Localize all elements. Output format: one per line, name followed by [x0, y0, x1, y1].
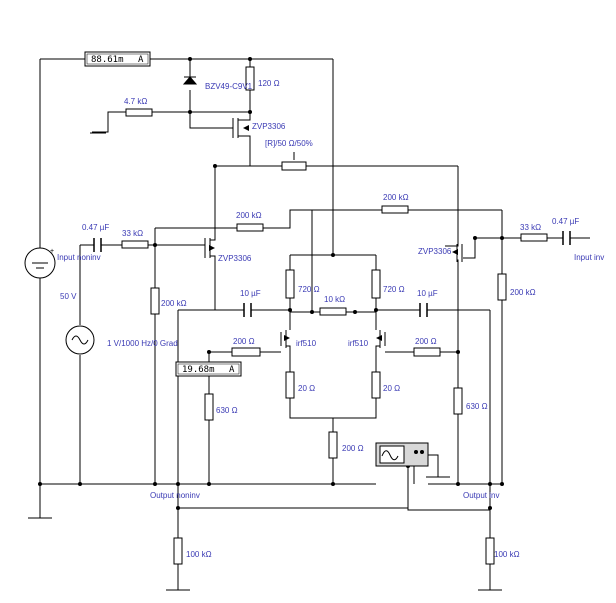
ac-source — [65, 325, 95, 355]
potentiometer — [281, 161, 307, 171]
label-r200k-left-top: 200 kΩ — [236, 211, 262, 220]
label-c10-left: 10 µF — [240, 289, 261, 298]
label-r630-left: 630 Ω — [216, 406, 238, 415]
ammeter-mid-reading: 19.68m — [182, 365, 215, 375]
resistors — [121, 66, 548, 565]
resistor-4k7 — [125, 108, 153, 117]
ammeter-mid-unit: A — [229, 365, 235, 375]
label-r100k-left: 100 kΩ — [186, 550, 212, 559]
labels: 120 Ω BZV49-C9V1 4.7 kΩ ZVP3306 [R]/50 Ω… — [57, 79, 604, 559]
label-r20-right: 20 Ω — [383, 384, 400, 393]
label-rin-right: 33 kΩ — [520, 223, 541, 232]
resistor-200k-left-top — [236, 223, 264, 232]
label-r200-left: 200 Ω — [233, 337, 255, 346]
ammeter-mid: 19.68m A — [175, 361, 242, 377]
label-v50: 50 V — [60, 292, 77, 301]
ammeter-top: 88.61m A — [84, 51, 151, 67]
zener-diode — [182, 76, 198, 85]
label-output-inv: Output inv — [463, 491, 499, 500]
label-q-right: ZVP3306 — [418, 247, 452, 256]
label-cin-right: 0.47 µF — [552, 217, 579, 226]
resistor-200-left — [231, 347, 261, 357]
ammeter-top-reading: 88.61m — [91, 55, 124, 65]
label-c10-right: 10 µF — [417, 289, 438, 298]
junctions — [38, 57, 504, 510]
label-mosfet-left: irf510 — [296, 339, 317, 348]
capacitors — [93, 231, 571, 317]
wires — [39, 58, 590, 590]
label-mosfet-right: irf510 — [348, 339, 369, 348]
label-q-top: ZVP3306 — [252, 122, 286, 131]
dc-source: + — [24, 247, 56, 279]
label-r100k-right: 100 kΩ — [494, 550, 520, 559]
resistor-100k-left — [173, 537, 183, 565]
label-input-noninv: Input noninv — [57, 253, 101, 262]
ammeter-top-unit: A — [138, 55, 144, 65]
label-r200k-right-vert: 200 kΩ — [510, 288, 536, 297]
label-r10k: 10 kΩ — [324, 295, 345, 304]
label-r120: 120 Ω — [258, 79, 280, 88]
label-signal: 1 V/1000 Hz/0 Grad — [107, 339, 178, 348]
ground-symbols — [28, 131, 502, 591]
resistor-720-left — [285, 269, 295, 299]
label-r720-left: 720 Ω — [298, 285, 320, 294]
label-r200-right: 200 Ω — [415, 337, 437, 346]
label-pot: [R]/50 Ω/50% — [265, 139, 313, 148]
svg-text:+: + — [50, 248, 54, 255]
label-output-noninv: Output noninv — [150, 491, 200, 500]
resistor-10k — [319, 307, 347, 316]
label-r200k-left-vert: 200 kΩ — [161, 299, 187, 308]
resistor-630-right — [453, 387, 463, 415]
resistor-720-right — [371, 269, 381, 299]
resistor-200-right — [413, 347, 441, 357]
resistor-200k-right-vert — [497, 273, 507, 301]
label-cin-left: 0.47 µF — [82, 223, 109, 232]
resistor-200k-right-top — [381, 205, 409, 214]
label-rin-left: 33 kΩ — [122, 229, 143, 238]
label-r200-tail: 200 Ω — [342, 444, 364, 453]
label-r630-right: 630 Ω — [466, 402, 488, 411]
transistor-arrows — [209, 125, 458, 341]
label-input-inv: Input inv — [574, 253, 604, 262]
resistor-20-left — [285, 371, 295, 399]
resistor-20-right — [371, 371, 381, 399]
resistor-200-tail — [328, 431, 338, 459]
oscilloscope[interactable] — [375, 442, 429, 467]
label-r720-right: 720 Ω — [383, 285, 405, 294]
label-r4k7: 4.7 kΩ — [124, 97, 147, 106]
resistor-33k-right — [520, 233, 548, 242]
resistor-200k-left-vert — [150, 287, 160, 315]
label-zener: BZV49-C9V1 — [205, 82, 253, 91]
label-r20-left: 20 Ω — [298, 384, 315, 393]
label-q-left: ZVP3306 — [218, 254, 252, 263]
resistor-100k-right — [485, 537, 495, 565]
resistor-630-left — [204, 393, 214, 421]
label-r200k-right-top: 200 kΩ — [383, 193, 409, 202]
resistor-33k-left — [121, 240, 149, 249]
resistor-120 — [245, 66, 255, 91]
